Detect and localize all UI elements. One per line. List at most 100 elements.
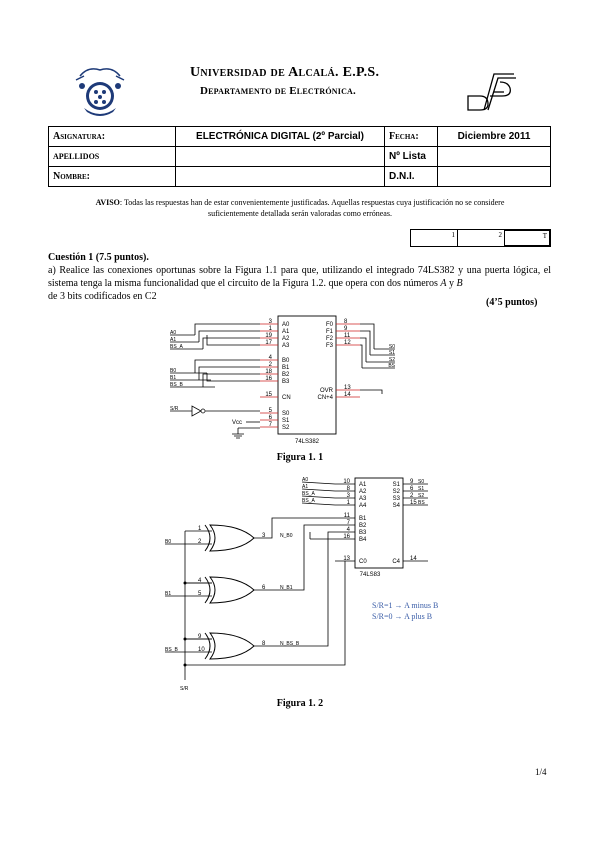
pin-number: 8 <box>347 486 351 492</box>
pin-number: 2 <box>410 493 414 499</box>
output-label-s0: S0 <box>389 344 395 350</box>
chip-74ls382-body <box>277 315 337 435</box>
student-info-table: Asignatura: ELECTRÓNICA DIGITAL (2º Parc… <box>48 126 551 187</box>
pin-label-s1: S1 <box>393 482 401 488</box>
pin-label-f0: F0 <box>326 322 334 328</box>
wire <box>301 495 336 499</box>
pin-label-a4: A4 <box>359 503 367 509</box>
xor-gate-back-curve <box>204 632 211 660</box>
pin-number: 8 <box>344 319 348 325</box>
department-logo <box>467 73 516 111</box>
score-box-1[interactable]: 1 <box>410 229 457 247</box>
pin-label-b3: B3 <box>359 530 367 536</box>
pin-number: 1 <box>269 326 273 332</box>
pin-label-b1: B1 <box>359 516 367 522</box>
question-title: Cuestión 1 (7.5 puntos). <box>48 252 149 263</box>
pin-number: 14 <box>344 392 351 398</box>
score-box-2[interactable]: 2 <box>457 229 504 247</box>
gate-pin-number: 9 <box>198 634 202 640</box>
wire <box>194 323 260 335</box>
pin-label-a3: A3 <box>359 496 367 502</box>
wire <box>360 337 367 362</box>
a-input-label: A1 <box>302 484 308 490</box>
score-boxes: 1 2 T <box>410 229 551 247</box>
vcc-label: Vcc <box>232 420 242 426</box>
gate-input-label: B1 <box>165 591 171 597</box>
gate-pin-number: 5 <box>198 591 202 597</box>
pin-label-f1: F1 <box>326 329 334 335</box>
wire <box>194 359 260 373</box>
xor-gate-2 <box>208 576 255 604</box>
input-label-a1: A1 <box>170 337 176 343</box>
pin-number: 15 <box>265 392 272 398</box>
xor-gate-back-curve <box>204 576 211 604</box>
buffer-gate <box>191 405 202 417</box>
pin-label-a0: A0 <box>282 322 290 328</box>
s-output-label: S2 <box>418 493 424 499</box>
pin-label-a2: A2 <box>359 489 367 495</box>
score-box-total[interactable]: T <box>504 229 551 247</box>
pin-number: 7 <box>347 520 351 526</box>
wire <box>202 337 260 349</box>
wire <box>254 531 335 647</box>
pin-label-s4: S4 <box>393 503 401 509</box>
gate-input-label: B0 <box>165 539 171 545</box>
xor-gate-back-curve <box>204 524 211 552</box>
chip-74ls83-label: 74LS83 <box>360 572 381 578</box>
pin-label-a1: A1 <box>282 329 290 335</box>
input-label-a0: A0 <box>170 330 176 336</box>
pin-label-f3: F3 <box>326 343 334 349</box>
pin-number: 13 <box>343 556 350 562</box>
pin-number: 16 <box>343 534 350 540</box>
input-label-bs_b: BS_B <box>170 382 183 388</box>
pin-number: 9 <box>344 326 348 332</box>
ground-symbol <box>232 433 244 439</box>
pin-label-s0: S0 <box>282 411 290 417</box>
gate-pin-number: 1 <box>198 526 202 532</box>
wire <box>360 389 383 394</box>
input-label-b1: B1 <box>170 375 176 381</box>
pin-label-s1: S1 <box>282 418 290 424</box>
legend-line-1: S/R=1 → A minus B <box>372 601 438 610</box>
dni-field[interactable] <box>437 166 551 187</box>
pin-number: 17 <box>265 340 272 346</box>
junction-dot <box>183 581 187 585</box>
pin-number: 13 <box>344 385 351 391</box>
legend-line-2: S/R=0 → A plus B <box>372 612 432 621</box>
question-text-a: a) Realice las conexiones oportunas sobr… <box>48 265 551 289</box>
notice-label: AVISO <box>95 198 120 207</box>
output-label-s1: S1 <box>389 350 395 356</box>
figure-1-1-caption: Figura 1. 1 <box>277 452 323 463</box>
junction-dot <box>183 663 187 667</box>
wire <box>254 524 335 591</box>
pin-label-b0: B0 <box>282 358 290 364</box>
pin-number: 9 <box>410 479 414 485</box>
pin-label-s2: S2 <box>282 425 290 431</box>
question-text-b: de 3 bits codificados en C2 <box>48 291 157 302</box>
gate-input-label: BS_B <box>165 647 178 653</box>
wire <box>360 344 363 368</box>
pin-number: 14 <box>410 556 417 562</box>
pin-label-a1: A1 <box>359 482 367 488</box>
wire <box>198 330 260 342</box>
a-input-label: A0 <box>302 477 308 483</box>
wire <box>360 330 371 355</box>
pin-number: 6 <box>269 415 273 421</box>
s-output-label: BS <box>418 500 425 506</box>
wire <box>185 561 346 666</box>
pin-number: 16 <box>265 376 272 382</box>
notice: AVISO: Todas las respuestas han de estar… <box>70 197 530 219</box>
pin-label-ovr: OVR <box>320 388 334 394</box>
pin-label-b4: B4 <box>359 537 367 543</box>
xor-gate-3 <box>208 632 255 660</box>
pin-label-a2: A2 <box>282 336 290 342</box>
page-number: 1/4 <box>535 767 547 777</box>
question-points: (4’5 puntos) <box>486 297 538 308</box>
pin-number: 4 <box>269 355 273 361</box>
pin-number: 6 <box>410 486 414 492</box>
control-label-sr: S/R <box>180 686 189 692</box>
output-label-bs: BS <box>388 363 395 369</box>
pin-label-c0: C0 <box>359 559 367 565</box>
